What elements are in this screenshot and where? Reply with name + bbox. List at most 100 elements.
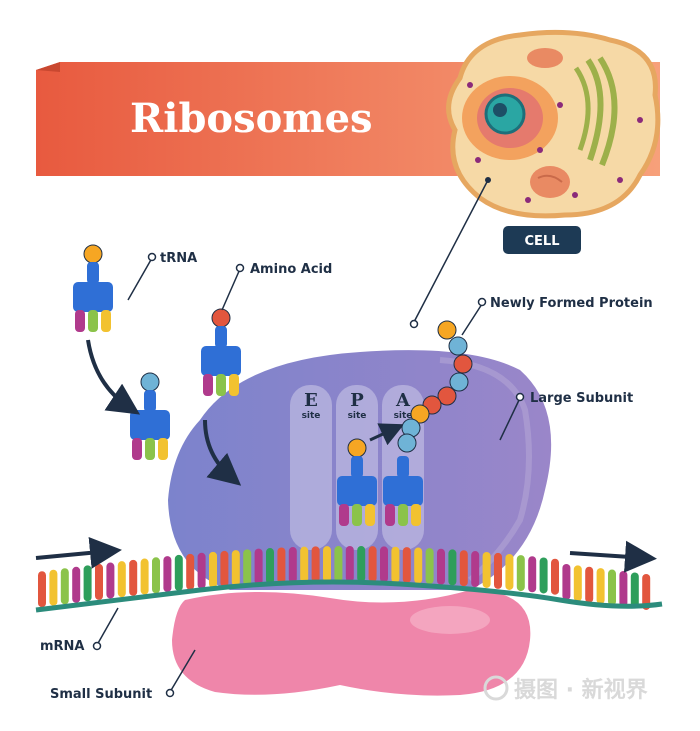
- mrna-nucleotide: [186, 553, 195, 590]
- mrna-nucleotide: [49, 569, 58, 606]
- mrna-strand: [35, 546, 663, 613]
- mrna-nucleotide: [117, 561, 126, 598]
- amino-acid-ball: [347, 438, 367, 458]
- trna-label: tRNA: [160, 251, 197, 266]
- watermark-text: 摄图 · 新视界: [514, 677, 648, 703]
- page-title: Ribosomes: [130, 95, 373, 142]
- mrna-nucleotide: [402, 547, 411, 584]
- mrna-nucleotide: [163, 556, 172, 593]
- newly-formed-protein-chain: [397, 320, 473, 453]
- cell-label-badge: CELL: [503, 226, 581, 254]
- amino-acid-ball: [449, 372, 469, 392]
- mrna-nucleotide: [334, 546, 343, 583]
- protein-label-group: Newly Formed Protein: [461, 296, 653, 336]
- mrna-nucleotide: [345, 546, 354, 583]
- amino-acid-ball: [453, 354, 473, 374]
- mrna-nucleotide: [482, 551, 491, 588]
- mrna-nucleotide: [311, 546, 320, 583]
- large-subunit-label: Large Subunit: [530, 391, 633, 406]
- mrna-label: mRNA: [40, 639, 85, 654]
- amino-acid-ball: [211, 308, 231, 328]
- mrna-nucleotide: [83, 565, 92, 602]
- a-site-word: site: [394, 411, 413, 421]
- mrna-nucleotide: [380, 546, 388, 583]
- mrna-nucleotide: [562, 563, 571, 600]
- trna-label-group: tRNA: [127, 251, 197, 301]
- e-site-word: site: [302, 411, 321, 421]
- mrna-nucleotide: [505, 553, 514, 590]
- mrna-nucleotide: [391, 546, 400, 583]
- trna-molecule: [337, 438, 377, 526]
- mrna-nucleotide: [357, 546, 366, 583]
- mrna-nucleotide: [585, 566, 594, 603]
- mrna-nucleotide: [642, 573, 651, 610]
- amino-acid-ball: [140, 372, 160, 392]
- large-subunit-label-group: Large Subunit: [499, 391, 633, 441]
- mrna-nucleotide: [471, 551, 480, 588]
- trna-molecule: [201, 308, 241, 396]
- mrna-nucleotide: [630, 572, 639, 609]
- amino-acid-ball: [448, 336, 468, 356]
- mrna-nucleotide: [596, 568, 605, 605]
- mrna-nucleotide: [231, 550, 240, 587]
- mrna-nucleotide: [494, 552, 502, 589]
- mrna-nucleotide: [608, 569, 616, 606]
- cell-label: CELL: [525, 234, 560, 249]
- small-subunit: [172, 590, 531, 696]
- mrna-nucleotide: [300, 546, 309, 583]
- mrna-nucleotide: [95, 563, 103, 600]
- arrow-right-icon: [35, 536, 122, 569]
- cell-leader-line: [409, 177, 491, 329]
- e-site-letter: E: [304, 390, 318, 411]
- mrna-nucleotide: [425, 548, 434, 585]
- curved-arrow-icon: [86, 339, 141, 415]
- trna-molecule: [130, 372, 170, 460]
- amino-acid-ball: [437, 320, 457, 340]
- amino-acid-ball: [410, 404, 430, 424]
- trna-molecule: [383, 456, 423, 526]
- mrna-nucleotide: [254, 548, 263, 585]
- mrna-label-group: mRNA: [40, 607, 119, 654]
- mrna-nucleotide: [277, 547, 286, 584]
- mrna-nucleotide: [220, 550, 229, 587]
- p-site-letter: P: [350, 390, 364, 411]
- watermark: 摄图 · 新视界: [483, 675, 648, 703]
- amino-acid-ball: [397, 433, 417, 453]
- mrna-nucleotide: [528, 556, 537, 593]
- e-site-column: [290, 385, 332, 550]
- mrna-nucleotide: [106, 562, 115, 599]
- mrna-nucleotide: [72, 566, 81, 603]
- mrna-nucleotide: [152, 557, 160, 594]
- cell-icon: [446, 29, 661, 219]
- mrna-nucleotide: [140, 558, 149, 595]
- mrna-nucleotide: [38, 571, 46, 608]
- mrna-nucleotide: [448, 549, 457, 586]
- mrna-nucleotide: [288, 547, 297, 584]
- small-subunit-label-group: Small Subunit: [50, 649, 196, 702]
- mrna-nucleotide: [266, 548, 274, 585]
- mrna-nucleotide: [368, 546, 377, 583]
- mrna-nucleotide: [60, 568, 69, 605]
- arrow-right-icon: [569, 540, 657, 573]
- mrna-nucleotide: [243, 549, 252, 586]
- mrna-nucleotide: [459, 550, 468, 587]
- curved-arrow-icon: [203, 419, 242, 486]
- mrna-nucleotide: [209, 551, 217, 588]
- mrna-nucleotide: [573, 565, 582, 602]
- a-site-letter: A: [395, 390, 411, 411]
- mrna-nucleotide: [551, 558, 559, 595]
- mrna-nucleotide: [414, 547, 423, 584]
- amino-acid-ball: [437, 386, 457, 406]
- trna-molecule: [73, 244, 113, 332]
- mrna-nucleotide: [437, 548, 445, 585]
- mrna-nucleotide: [323, 546, 331, 583]
- mrna-nucleotide: [539, 557, 548, 594]
- amino-acid-ball: [83, 244, 103, 264]
- amino-acid-label: Amino Acid: [250, 262, 332, 277]
- mrna-nucleotide: [619, 570, 628, 607]
- trna-molecules: [73, 244, 423, 526]
- p-site-word: site: [348, 411, 367, 421]
- mrna-nucleotide: [174, 554, 183, 591]
- mrna-nucleotide: [197, 552, 206, 589]
